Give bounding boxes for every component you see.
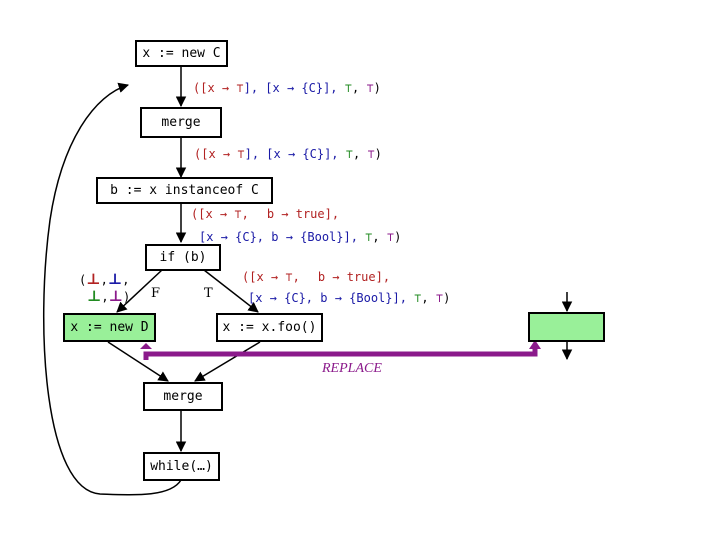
ann-text: b → true],	[266, 207, 340, 221]
branch-label-true: T	[204, 286, 213, 301]
ann-top: ⊤	[237, 147, 245, 161]
replace-arrow-head	[529, 340, 541, 349]
ann-text: ([x →	[242, 270, 286, 284]
ann-text: ], [x → {C}],	[243, 81, 345, 95]
ann-text: ,	[122, 273, 130, 287]
node-merge-top: merge	[140, 107, 222, 138]
bottom-symbol: ⊥	[87, 287, 102, 305]
ann-text: )	[373, 81, 381, 95]
ann-top: ⊤	[365, 230, 373, 244]
ann-top: ⊤	[285, 270, 293, 284]
ann-text: ([x →	[194, 147, 238, 161]
node-while: while(…)	[143, 452, 220, 481]
annotation-false-branch-line1: (⊥,⊥,	[79, 270, 130, 288]
annotation-after-merge: ([x → ⊤], [x → {C}], ⊤, ⊤)	[194, 147, 382, 161]
node-replacement	[528, 312, 605, 342]
ann-top: ⊤	[344, 81, 352, 95]
replace-arrow-tail	[140, 343, 152, 349]
edge-if-newd	[116, 269, 163, 313]
node-new-d: x := new D	[63, 313, 156, 342]
ann-text: )	[374, 147, 382, 161]
ann-top: ⊤	[234, 207, 242, 221]
ann-text: (	[79, 273, 87, 287]
bottom-symbol: ⊥	[86, 270, 101, 288]
ann-text: [x → {C}, b → {Bool}],	[248, 291, 415, 305]
ann-text: ,	[100, 273, 108, 287]
node-if-b: if (b)	[145, 244, 221, 271]
bottom-symbol: ⊥	[107, 270, 123, 288]
ann-text: ,	[241, 207, 249, 221]
ann-text: )	[123, 290, 131, 304]
ann-text: ,	[372, 230, 387, 244]
edge-loop-back	[42, 82, 182, 496]
ann-top: ⊤	[435, 291, 444, 305]
annotation-after-new: ([x → ⊤], [x → {C}], ⊤, ⊤)	[193, 81, 381, 95]
ann-text: ([x →	[191, 207, 235, 221]
ann-text: ,	[292, 270, 300, 284]
node-foo: x := x.foo()	[216, 313, 323, 342]
node-merge-bottom: merge	[143, 382, 223, 411]
edge-newd-merge2	[107, 341, 169, 382]
ann-text: ,	[421, 291, 436, 305]
annotation-true-branch-line2: [x → {C}, b → {Bool}], ⊤, ⊤)	[248, 291, 450, 305]
edge-foo-merge2	[194, 341, 261, 382]
annotation-after-instanceof-line1: ([x → ⊤, b → true],	[191, 207, 339, 221]
annotation-false-branch-line2: ⊥,⊥)	[87, 287, 130, 305]
ann-text: [x → {C}, b → {Bool}],	[199, 230, 366, 244]
ann-top: ⊤	[386, 230, 395, 244]
ann-text: ,	[351, 81, 367, 95]
annotation-after-instanceof-line2: [x → {C}, b → {Bool}], ⊤, ⊤)	[199, 230, 401, 244]
annotation-true-branch-line1: ([x → ⊤, b → true],	[242, 270, 390, 284]
ann-text: )	[443, 291, 451, 305]
node-instanceof: b := x instanceof C	[96, 177, 273, 204]
ann-top: ⊤	[236, 81, 244, 95]
edge-if-foo	[203, 269, 259, 313]
ann-text: ], [x → {C}],	[244, 147, 346, 161]
bottom-symbol: ⊥	[108, 287, 124, 305]
replace-label: REPLACE	[322, 361, 382, 376]
ann-text: b → true],	[317, 270, 391, 284]
branch-label-false: F	[151, 286, 161, 301]
ann-text: ,	[352, 147, 368, 161]
ann-text: ,	[101, 290, 109, 304]
ann-top: ⊤	[414, 291, 422, 305]
ann-top: ⊤	[367, 147, 375, 161]
replace-arrow	[143, 348, 538, 360]
ann-top: ⊤	[366, 81, 374, 95]
ann-text: ([x →	[193, 81, 237, 95]
node-new-c: x := new C	[135, 40, 228, 67]
ann-top: ⊤	[345, 147, 353, 161]
ann-text: )	[394, 230, 402, 244]
